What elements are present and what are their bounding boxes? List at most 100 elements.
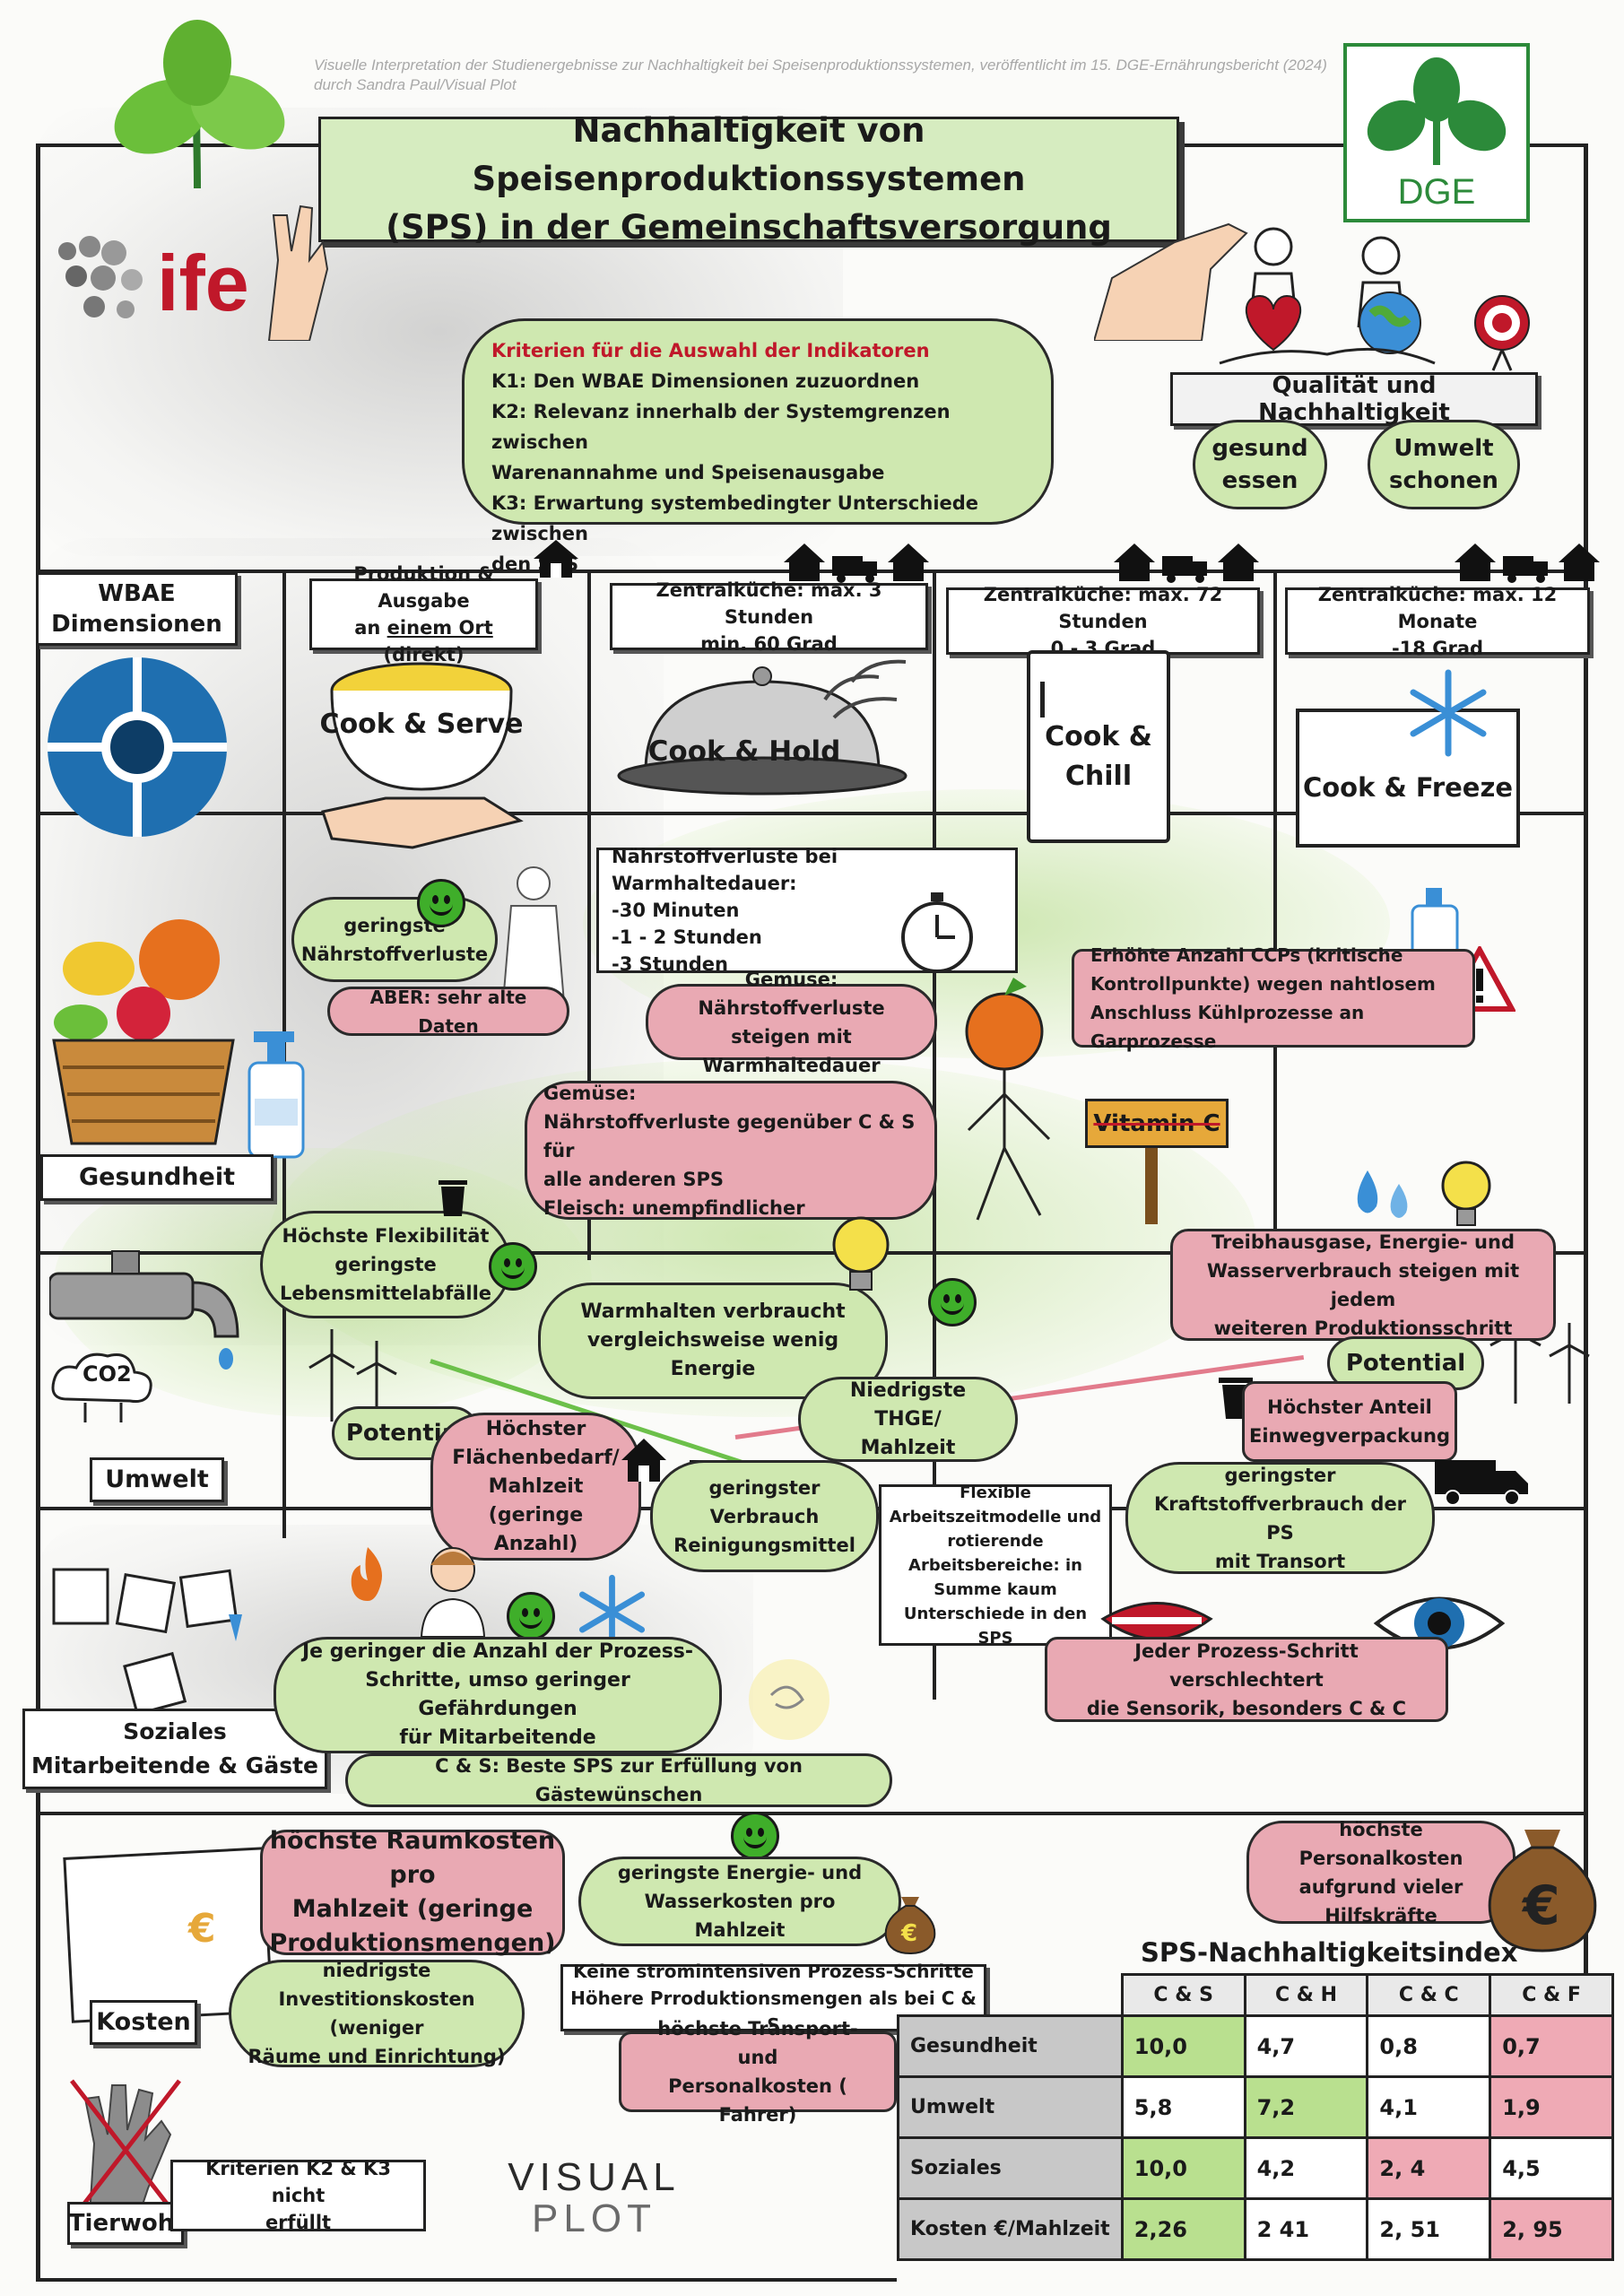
eye-icon [1373,1596,1506,1650]
ghg-1: Treibhausgase, Energie- und [1211,1231,1515,1253]
house-icon [534,540,578,578]
cs-name: Cook & Serve [319,709,524,740]
people-heart-globe-icon [1219,227,1436,365]
fewer-2: Schritte, umso geringer Gefährdungen [365,1669,630,1720]
transport-2: Personalkosten ( Fahrer) [668,2075,847,2126]
visual-plot-line-2: PLOT [532,2196,656,2240]
quality-env-1: Umwelt [1394,435,1494,462]
cf-info-2: -18 Grad [1391,637,1484,659]
quality-title: Qualität und Nachhaltigkeit [1170,372,1538,426]
veg-hold-2: steigen mit Warmhaltedauer [702,1025,881,1076]
clean-3: Reinigungsmittel [673,1534,855,1556]
ch-info-2: min. 60 Grad [700,632,838,655]
fire-icon [351,1547,382,1601]
cc-name-2: Chill [1064,761,1133,792]
walking-orange-icon [965,978,1051,1221]
quality-env: Umwelt schonen [1368,420,1520,509]
table-header-cell: C & C [1366,1973,1492,2017]
area-1: Höchster [485,1417,586,1440]
ife-text: ife [157,239,249,327]
criteria-k1: K1: Den WBAE Dimensionen zuzuordnen [491,370,920,392]
flex-work-5: Summe kaum [934,1579,1057,1599]
room-2: Mahlzeit (geringe [291,1895,534,1923]
flex-work-1: Flexible [960,1483,1031,1502]
invest-1: niedrigste [322,1960,431,1981]
flexible-work-box: Flexible Arbeitszeitmodelle und rotieren… [879,1483,1112,1648]
cc-info-1: Zentralküche: max. 72 Stunden [983,583,1223,632]
quality-healthy-2: essen [1221,467,1298,494]
svg-text:€: € [1521,1874,1560,1937]
table-cell: 4,7 [1243,2014,1369,2078]
ife-dots-icon [58,236,143,318]
faucet-icon [49,1250,239,1370]
ch-name: Cook & Hold [647,735,841,768]
house-icon-2 [621,1439,666,1482]
table-cell: 10,0 [1120,2014,1246,2078]
vegetable-basket-icon [52,919,235,1145]
frame-right [1584,144,1588,1973]
ch-info-1: Zentralküche: max. 3 Stunden [656,578,882,628]
flex-3: Lebensmittelabfälle [279,1283,492,1304]
table-cell: 10,0 [1120,2136,1246,2200]
cf-info-1: Zentralküche: max. 12 Monate [1317,583,1558,632]
fuel-1: geringster [1224,1464,1336,1486]
fuel-2: Kraftstoffverbrauch der PS [1153,1492,1407,1544]
clean-2: Verbrauch [709,1505,820,1527]
co2-text: CO2 [83,1361,132,1387]
ccp-3: Anschluss Kühlprozesse an Garprozesse [1090,1002,1365,1052]
left-hand-icon [267,204,329,341]
staff-2: aufgrund vieler [1298,1875,1463,1898]
fewer-steps-note: Je geringer die Anzahl der Prozess-Schri… [274,1637,722,1753]
house-truck-house-icon [784,544,929,583]
fewer-3: für Mitarbeitende [399,1726,596,1749]
wbae-circle-icon [48,657,227,837]
cc-name-1: Cook & [1045,721,1152,752]
page-title: Nachhaltigkeit von Speisenproduktionssys… [318,111,1179,247]
grid-env-line [36,1251,1587,1255]
flex-2: geringste [334,1254,437,1275]
grid-col-4 [1273,570,1277,1260]
veg-1: Gemüse: [543,1082,637,1104]
animal-note-2: erfüllt [265,2212,332,2233]
flex-work-6: Unterschiede in den SPS [903,1604,1088,1648]
signpost-pole [1145,1135,1158,1224]
nopower-1: Keine stromintensiven Prozess-Schritte [573,1960,974,1982]
animal-note: Kriterien K2 & K3 nicht erfüllt [170,2158,426,2233]
grid-health-line [36,812,1587,815]
table-header-cell: C & F [1489,1973,1614,2017]
table-header-blank [899,1975,1123,2016]
grid-col-2 [587,570,591,1260]
calendar-icon [52,1568,242,1716]
cs-info-1: Produktion & Ausgabe [353,563,494,612]
transport-1: höchste Transport- und [657,2018,858,2068]
staff-3: Hilfskräfte [1324,1904,1437,1926]
smiley-icon-3 [928,1278,977,1326]
cf-info: Zentralküche: max. 12 Monate -18 Grad [1285,584,1590,659]
animal-note-1: Kriterien K2 & K3 nicht [205,2158,391,2206]
title-line-1: Nachhaltigkeit von Speisenproduktionssys… [472,111,1026,198]
guest-wishes-note: C & S: Beste SPS zur Erfüllung von Gäste… [345,1753,892,1807]
lightbulb-icon-2 [1441,1161,1491,1226]
flex-work-3: rotierende [947,1531,1044,1551]
flex-work-2: Arbeitszeitmodelle und [889,1507,1102,1526]
grid-cost-line [36,1812,1587,1815]
index-title: SPS-Nachhaltigkeitsindex [1141,1937,1518,1968]
nopower-2: Höhere Prroduktionsmengen als bei C & S [570,1987,977,2036]
sensory-1: Jeder Prozess-Schritt verschlechtert [1134,1639,1359,1691]
veg-loss-note: Gemüse:Nährstoffverluste gegenüber C & S… [525,1081,937,1220]
dimension-social-1: Soziales [123,1718,227,1744]
quality-env-2: schonen [1389,467,1498,494]
table-cell: 2, 51 [1366,2197,1492,2261]
staff-1: höchste Personalkosten [1298,1818,1463,1869]
cloche-icon [617,659,908,796]
dimension-social-2: Mitarbeitende & Gäste [31,1752,318,1779]
hold-3: -3 Stunden [612,953,728,975]
